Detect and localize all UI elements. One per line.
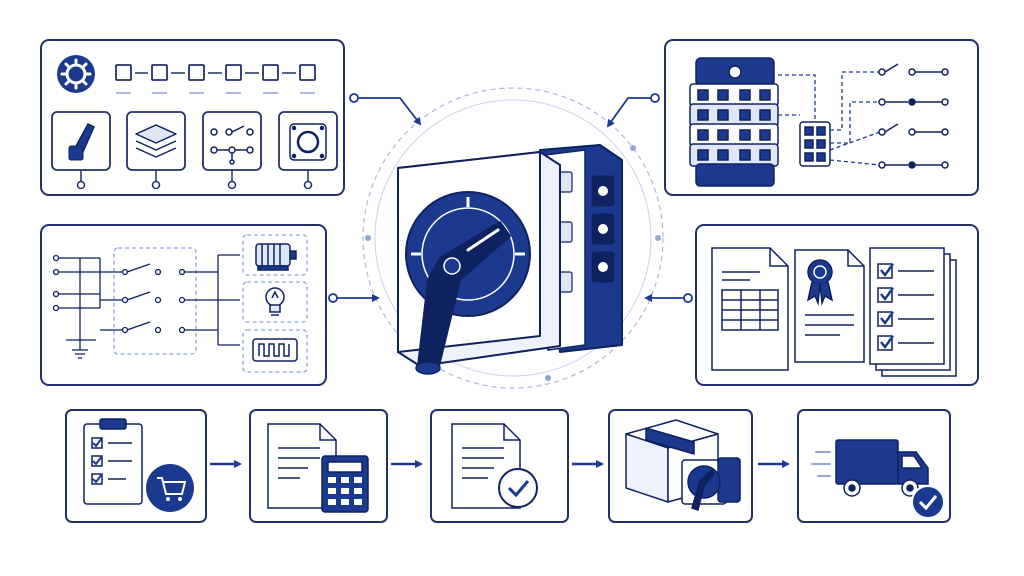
process-step-approval[interactable] xyxy=(430,409,569,523)
contact-blocks-panel xyxy=(664,39,979,196)
contacts-option-tile[interactable] xyxy=(202,111,262,190)
code-slots xyxy=(115,64,316,94)
load-boxes xyxy=(242,234,308,373)
switch-stack-icon xyxy=(689,57,779,187)
speed-lines xyxy=(811,451,831,477)
connector-configuration xyxy=(349,93,422,126)
switch-handle-icon xyxy=(68,123,95,161)
checklist-document-icon xyxy=(869,247,957,377)
connector-wiring xyxy=(328,293,380,303)
motor-icon xyxy=(255,243,297,271)
mounting-option-tile[interactable] xyxy=(278,111,338,190)
wiring-panel xyxy=(40,224,327,386)
switch-handle xyxy=(415,221,511,375)
delivery-truck-icon xyxy=(835,439,929,497)
mounting-plate-icon xyxy=(289,123,327,161)
switch-icon xyxy=(681,457,741,511)
rotary-cam-switch xyxy=(397,144,623,375)
process-step-order[interactable] xyxy=(65,409,207,523)
heater-icon xyxy=(252,338,298,362)
dashed-wires xyxy=(778,71,881,166)
ground-icon xyxy=(72,340,88,359)
clipboard-checklist-icon xyxy=(83,418,143,505)
handle-option-tile[interactable] xyxy=(51,111,111,190)
spreadsheet-document-icon xyxy=(711,247,789,371)
process-step-packaging[interactable] xyxy=(608,409,753,523)
contact-icon xyxy=(878,63,949,169)
contact-network-icon xyxy=(210,125,254,165)
documentation-panel xyxy=(695,224,979,386)
shopping-cart-icon xyxy=(146,464,194,512)
process-step-delivery[interactable] xyxy=(797,409,951,523)
check-badge-icon xyxy=(911,485,945,519)
light-bulb-icon xyxy=(265,287,285,316)
terminal-block-icon xyxy=(799,121,831,167)
switch-contacts xyxy=(100,254,240,346)
layers-icon xyxy=(135,124,177,158)
center-ring xyxy=(362,87,664,389)
check-badge-icon xyxy=(498,468,538,508)
bus-lines xyxy=(52,254,101,359)
process-step-quote[interactable] xyxy=(249,409,388,523)
layers-option-tile[interactable] xyxy=(126,111,186,190)
document-icon xyxy=(267,423,337,509)
certificate-icon xyxy=(794,249,865,363)
connector-documentation xyxy=(644,293,693,303)
connector-contact-blocks xyxy=(606,93,660,128)
gear-icon xyxy=(57,55,95,93)
calculator-icon xyxy=(321,455,369,513)
configuration-panel xyxy=(40,39,345,196)
